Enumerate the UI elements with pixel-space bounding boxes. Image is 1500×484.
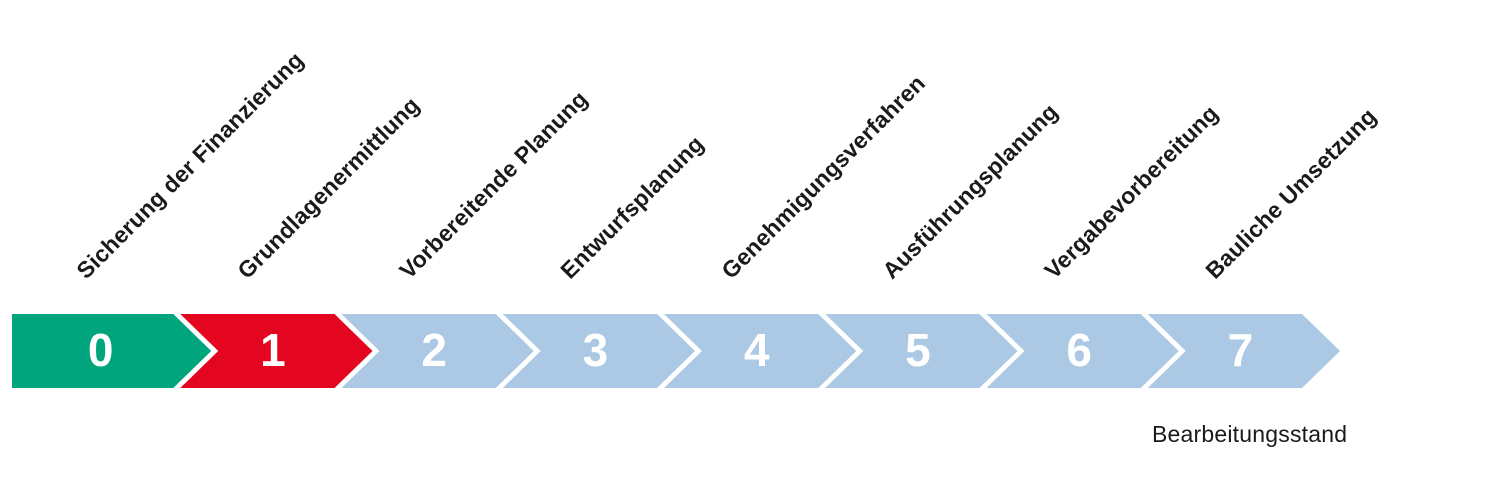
arrow-bar-layer: 0 1 2 3 4 5 6 7	[0, 314, 1500, 388]
stage-number: 6	[1066, 323, 1092, 376]
stage-number: 5	[905, 323, 931, 376]
stage-number: 3	[582, 323, 609, 376]
stage-label: Grundlagenermittlung	[232, 91, 425, 284]
stage-number: 0	[87, 323, 114, 376]
stage-number: 4	[743, 323, 770, 376]
stage-label: Ausführungsplanung	[877, 98, 1063, 284]
stage-label: Entwurfsplanung	[555, 130, 709, 284]
stage-segment: 4	[657, 314, 856, 388]
stage-label: Vorbereitende Planung	[393, 85, 593, 284]
stage-segment: 0	[12, 314, 211, 388]
stage-number: 2	[421, 323, 447, 376]
stage-label: Bauliche Umsetzung	[1200, 102, 1381, 284]
stage-number: 1	[260, 323, 286, 376]
caption: Bearbeitungsstand	[1152, 421, 1348, 447]
stage-label: Vergabevorbereitung	[1038, 99, 1223, 284]
stage-number: 7	[1227, 323, 1254, 376]
